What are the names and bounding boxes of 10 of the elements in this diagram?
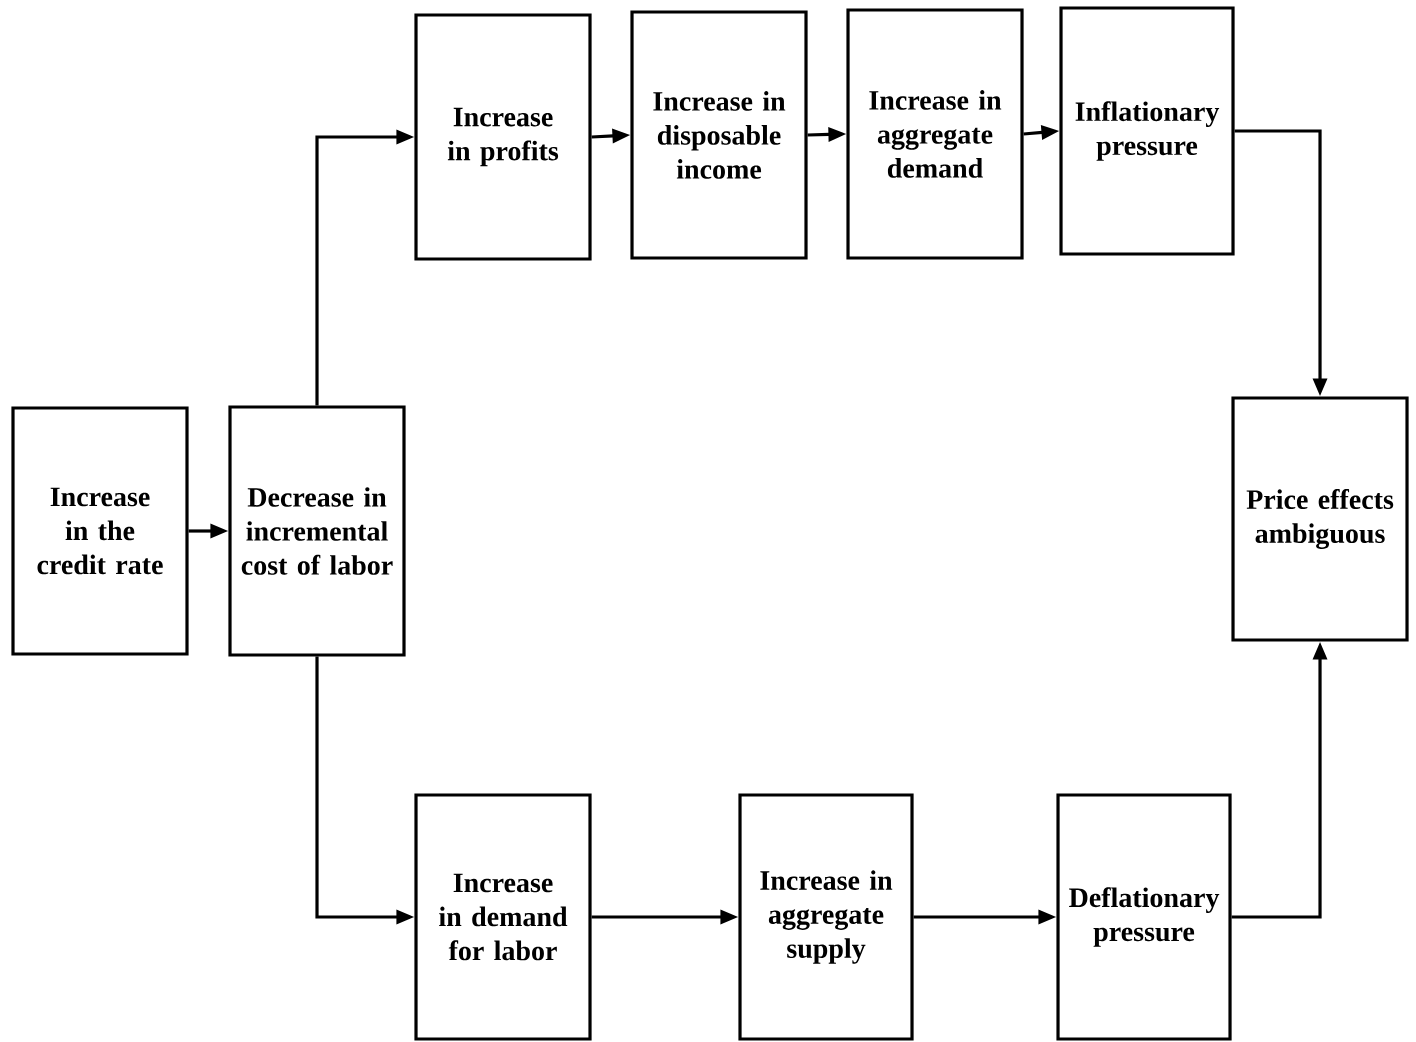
- process-box: Price effects ambiguous: [1231, 396, 1409, 642]
- process-box: Increase in demand for labor: [414, 793, 592, 1041]
- process-box: Decrease in incremental cost of labor: [228, 405, 406, 657]
- process-box: Increase in disposable income: [630, 10, 808, 260]
- process-box: Increase in the credit rate: [11, 406, 189, 656]
- process-box: Increase in profits: [414, 13, 592, 261]
- process-box: Inflationary pressure: [1059, 6, 1235, 256]
- process-box: Increase in aggregate demand: [846, 8, 1024, 260]
- process-box: Increase in aggregate supply: [738, 793, 914, 1041]
- process-box: Deflationary pressure: [1056, 793, 1232, 1041]
